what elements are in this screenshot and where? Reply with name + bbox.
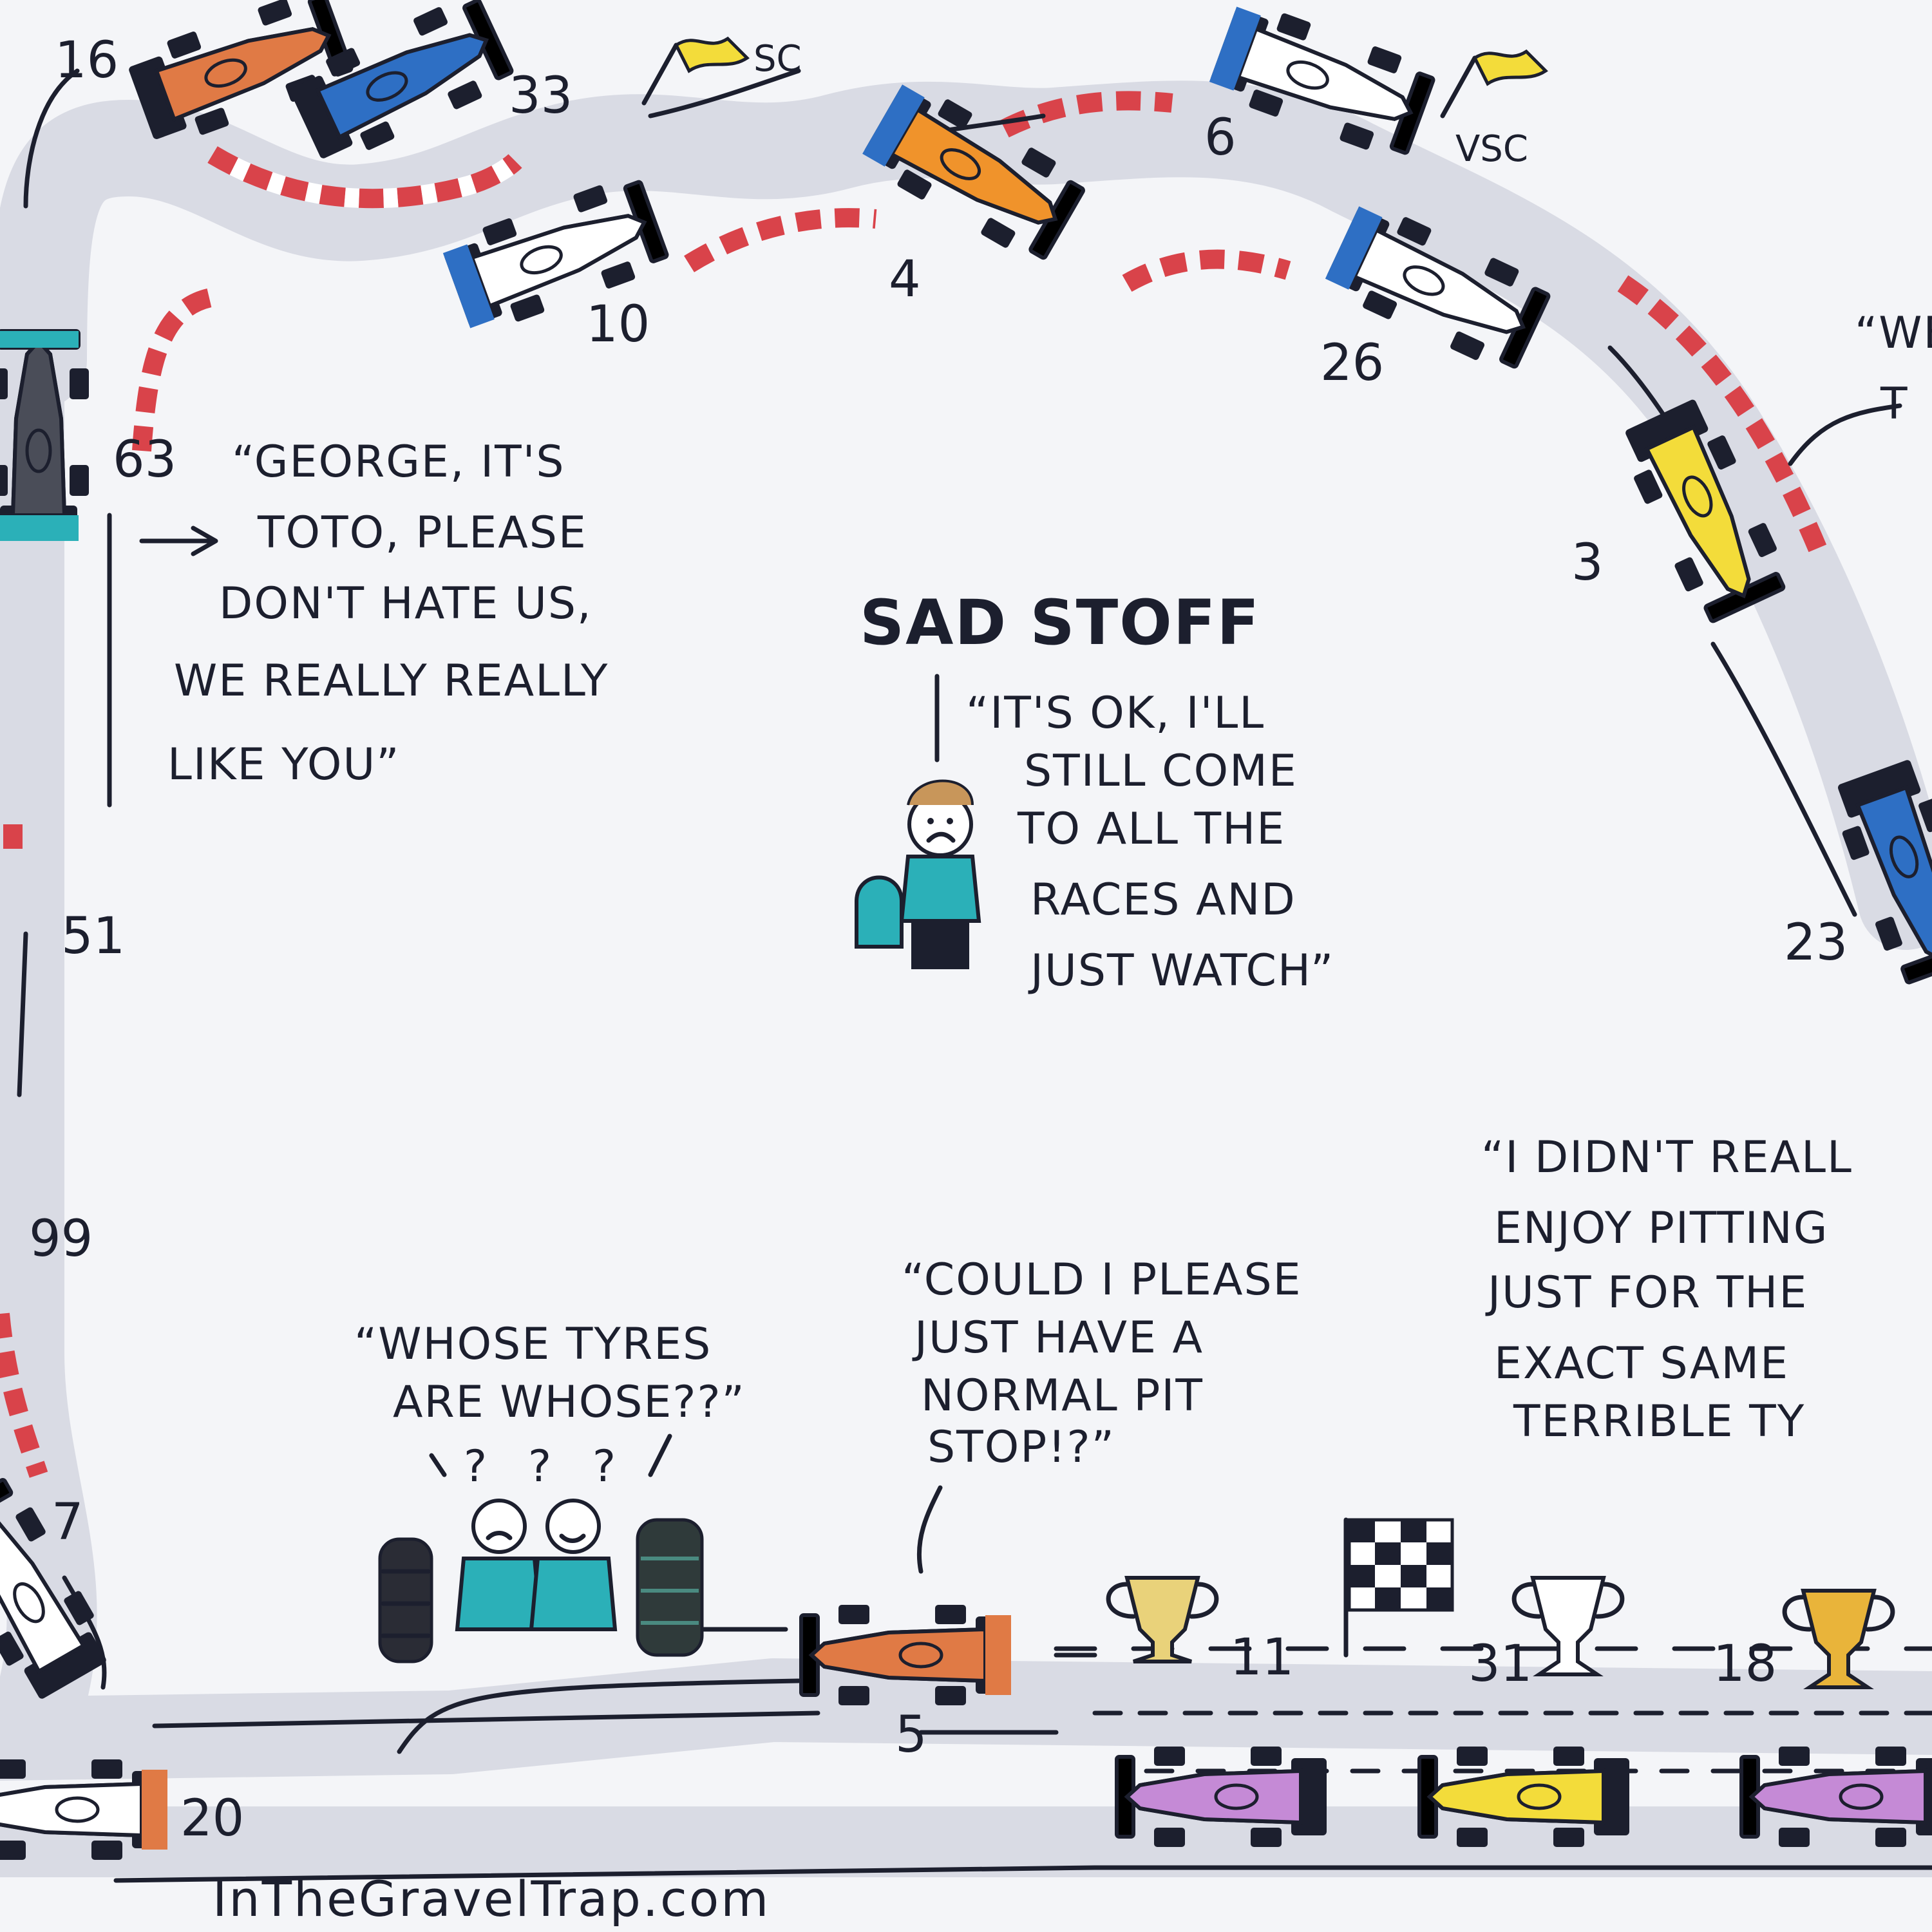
svg-text:ARE WHOSE??”: ARE WHOSE??”: [393, 1377, 746, 1428]
number-31: 31: [1468, 1635, 1532, 1693]
number-10: 10: [586, 296, 650, 354]
svg-text:TOTO, PLEASE: TOTO, PLEASE: [257, 507, 587, 558]
number-26: 26: [1320, 334, 1384, 392]
svg-text:?: ?: [528, 1441, 553, 1492]
car-16: [124, 0, 355, 151]
tyre-stack-black: [378, 1537, 433, 1663]
svg-text:T: T: [1880, 379, 1909, 430]
svg-text:JUST FOR THE: JUST FOR THE: [1485, 1267, 1808, 1318]
pit-pointer: [916, 1485, 943, 1574]
sc-label: SC: [753, 38, 802, 80]
right-edge-quote: “WE T: [1855, 308, 1932, 430]
vsc-flag: VSC: [1440, 49, 1548, 170]
number-4: 4: [889, 251, 921, 308]
pit-stop-quote: “COULD I PLEASE JUST HAVE A NORMAL PIT S…: [902, 1255, 1302, 1473]
car-numbers: 16 33 10 4 6 26 3 23 63 51 99 7 20 5 11 …: [29, 32, 1848, 1848]
car-20: [0, 1759, 167, 1860]
number-23: 23: [1784, 914, 1848, 972]
mechanic-left: [455, 1499, 544, 1631]
pitting-quote: “I DIDN'T REALL ENJOY PITTING JUST FOR T…: [1481, 1132, 1853, 1447]
trophy-gold-11: [1106, 1576, 1219, 1663]
site-url[interactable]: InTheGravelTrap.com: [213, 1870, 770, 1927]
svg-text:TO ALL THE: TO ALL THE: [1017, 804, 1285, 855]
number-6: 6: [1204, 109, 1236, 167]
svg-text:“COULD I PLEASE: “COULD I PLEASE: [902, 1255, 1302, 1305]
right-quote-line: [1788, 403, 1902, 466]
svg-text:NORMAL PIT: NORMAL PIT: [921, 1370, 1204, 1421]
number-16: 16: [55, 32, 118, 90]
svg-text:?: ?: [592, 1441, 617, 1492]
svg-text:“WHOSE TYRES: “WHOSE TYRES: [354, 1319, 712, 1370]
car-4: [857, 75, 1089, 267]
number-3: 3: [1571, 534, 1604, 592]
number-5: 5: [895, 1706, 927, 1764]
svg-text:“WE: “WE: [1855, 308, 1932, 359]
chequered-flag: [1343, 1517, 1454, 1658]
car-23: [1826, 755, 1932, 987]
trophy-silver-31: [1511, 1576, 1625, 1676]
number-63: 63: [113, 431, 176, 489]
svg-text:WE REALLY REALLY: WE REALLY REALLY: [174, 656, 609, 706]
stoff-quote: “IT'S OK, I'LL STILL COME TO ALL THE RAC…: [966, 688, 1334, 996]
sad-stoff-figure: [855, 674, 981, 969]
car-26: [1321, 197, 1553, 377]
number-7: 7: [52, 1493, 84, 1551]
svg-text:“I DIDN'T REALL: “I DIDN'T REALL: [1481, 1132, 1853, 1183]
toto-arrow: [139, 526, 218, 556]
sc-flag: SC: [641, 36, 802, 106]
number-33: 33: [509, 67, 573, 125]
car-7: [0, 1474, 118, 1706]
mechanic-right: [529, 1499, 618, 1631]
number-18: 18: [1713, 1635, 1777, 1693]
toto-quote: “GEORGE, IT'S TOTO, PLEASE DON'T HATE US…: [167, 437, 609, 790]
vsc-label: VSC: [1455, 128, 1528, 170]
svg-text:“GEORGE, IT'S: “GEORGE, IT'S: [232, 437, 565, 488]
number-20: 20: [180, 1790, 244, 1848]
number-51: 51: [61, 907, 125, 965]
svg-text:STOP!?”: STOP!?”: [927, 1422, 1115, 1473]
car-10: [439, 172, 671, 338]
svg-text:LIKE YOU”: LIKE YOU”: [167, 739, 400, 790]
car-5: [801, 1605, 1011, 1705]
svg-text:?: ?: [464, 1441, 488, 1492]
svg-text:JUST HAVE A: JUST HAVE A: [912, 1312, 1204, 1363]
svg-text:JUST WATCH”: JUST WATCH”: [1028, 945, 1334, 996]
sad-stoff-title: SAD STOFF: [860, 587, 1260, 659]
svg-text:EXACT SAME: EXACT SAME: [1494, 1338, 1789, 1389]
tyres-quote: “WHOSE TYRES ARE WHOSE??”: [354, 1319, 746, 1428]
car-33: [284, 0, 516, 170]
svg-text:ENJOY PITTING: ENJOY PITTING: [1494, 1203, 1828, 1254]
svg-text:STILL COME: STILL COME: [1024, 746, 1298, 797]
car-purple-2: [1741, 1747, 1932, 1847]
car-6: [1206, 0, 1437, 163]
car-purple-1: [1117, 1747, 1327, 1847]
number-99: 99: [29, 1210, 93, 1268]
trophy-gold-18: [1782, 1589, 1895, 1689]
tyre-stack-dark: [636, 1518, 704, 1657]
car-3: [1614, 393, 1794, 626]
car-yellow-bottom: [1419, 1747, 1629, 1847]
svg-text:RACES AND: RACES AND: [1030, 875, 1296, 925]
number-11: 11: [1230, 1629, 1294, 1687]
svg-text:“IT'S OK, I'LL: “IT'S OK, I'LL: [966, 688, 1265, 739]
svg-text:DON'T HATE US,: DON'T HATE US,: [219, 578, 592, 629]
car-63: [0, 331, 89, 541]
question-marks: ? ? ?: [429, 1434, 672, 1492]
svg-text:TERRIBLE TY: TERRIBLE TY: [1513, 1396, 1805, 1447]
